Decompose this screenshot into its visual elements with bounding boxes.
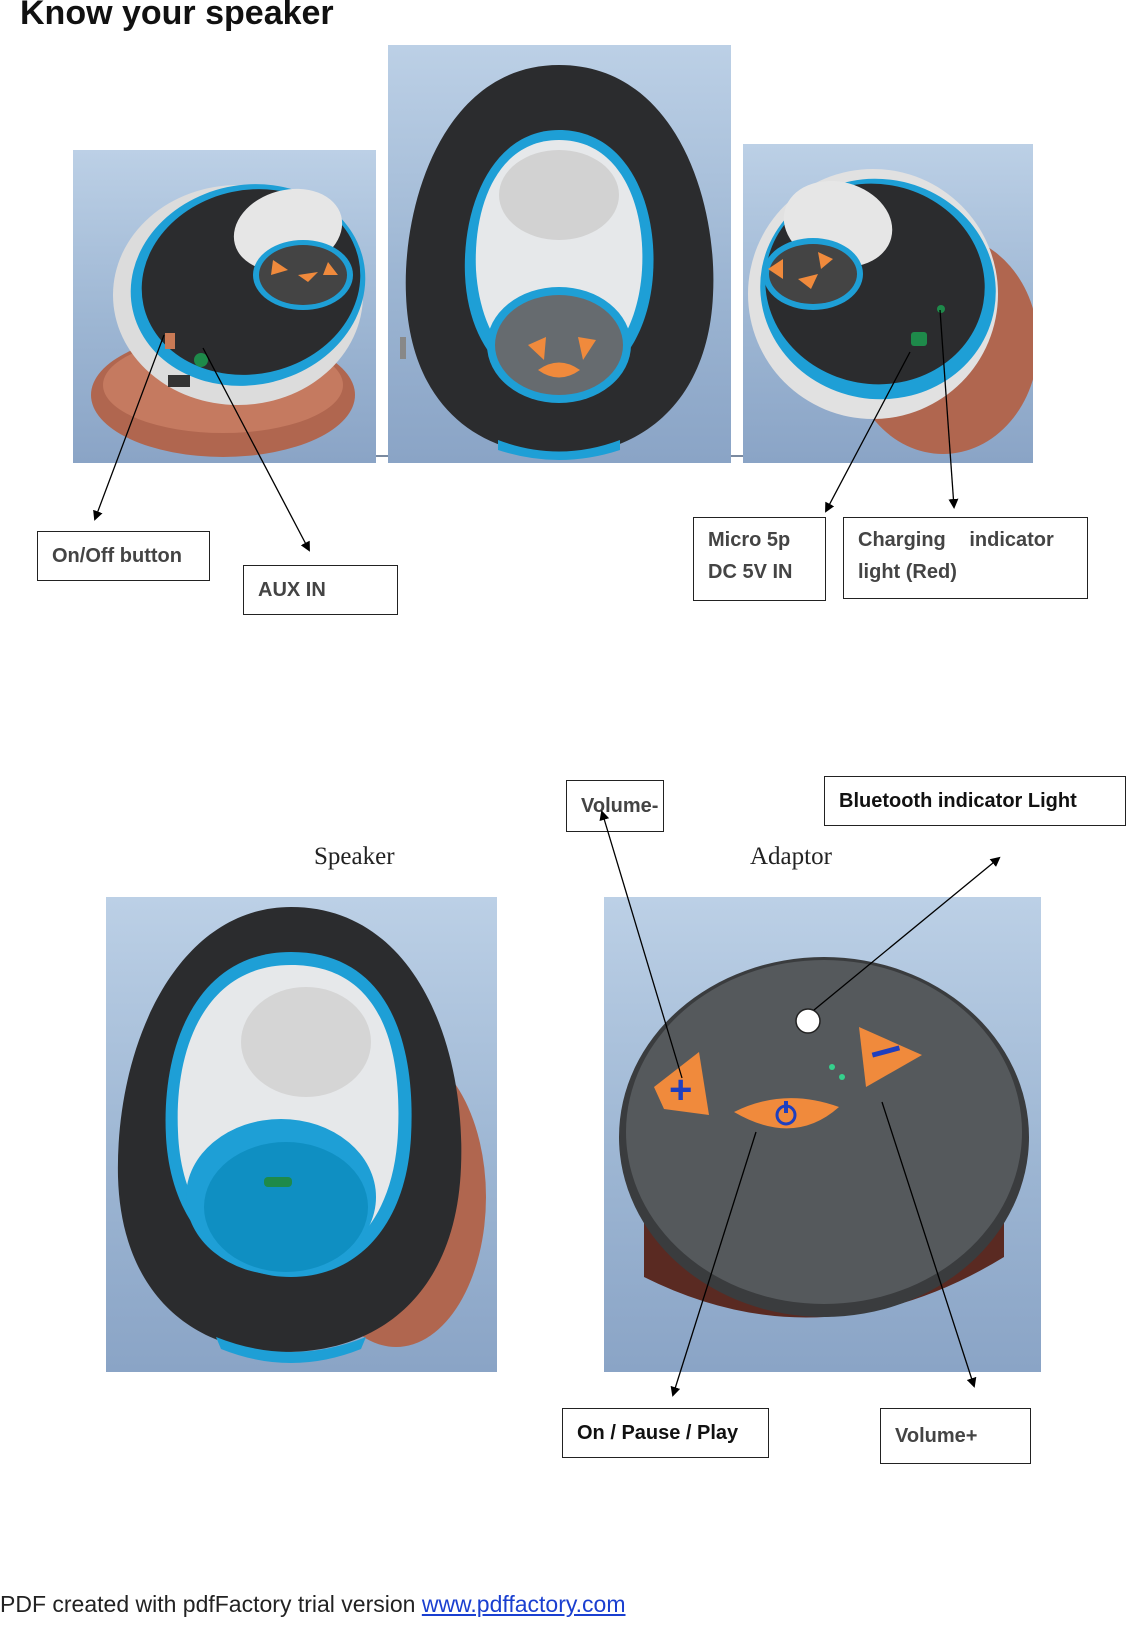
divider-dash [731, 455, 743, 457]
speaker-front-view-photo [388, 45, 731, 463]
on-pause-play-label: On / Pause / Play [562, 1408, 769, 1458]
page-title: Know your speaker [20, 0, 334, 32]
adaptor-caption: Adaptor [750, 843, 832, 870]
charging-indicator-line2: light (Red) [858, 561, 957, 583]
speaker-caption: Speaker [314, 843, 395, 870]
speaker-right-view-photo [743, 144, 1033, 463]
svg-text:+: + [669, 1068, 692, 1112]
speaker-left-view-photo [73, 150, 376, 463]
micro-usb-dc-in-label: Micro 5p DC 5V IN [693, 517, 826, 601]
volume-plus-label: Volume+ [880, 1408, 1031, 1464]
on-off-button-label: On/Off button [37, 531, 210, 581]
micro-usb-line2: DC 5V IN [708, 561, 793, 583]
volume-minus-label: Volume- [566, 780, 664, 832]
adaptor-photo: + [604, 897, 1041, 1372]
footer-text: PDF created with pdfFactory trial versio… [0, 1591, 422, 1617]
footer-link[interactable]: www.pdffactory.com [421, 1591, 626, 1617]
speaker-top-view-photo [106, 897, 497, 1372]
aux-in-label: AUX IN [243, 565, 398, 615]
micro-usb-line1: Micro 5p [708, 529, 791, 551]
divider-dash [376, 455, 388, 457]
bluetooth-indicator-label: Bluetooth indicator Light [824, 776, 1126, 826]
charging-indicator-line1: Charging indicator [858, 529, 1054, 551]
footer: PDF created with pdfFactory trial versio… [0, 1591, 626, 1618]
charging-indicator-label: Charging indicator light (Red) [843, 517, 1088, 599]
